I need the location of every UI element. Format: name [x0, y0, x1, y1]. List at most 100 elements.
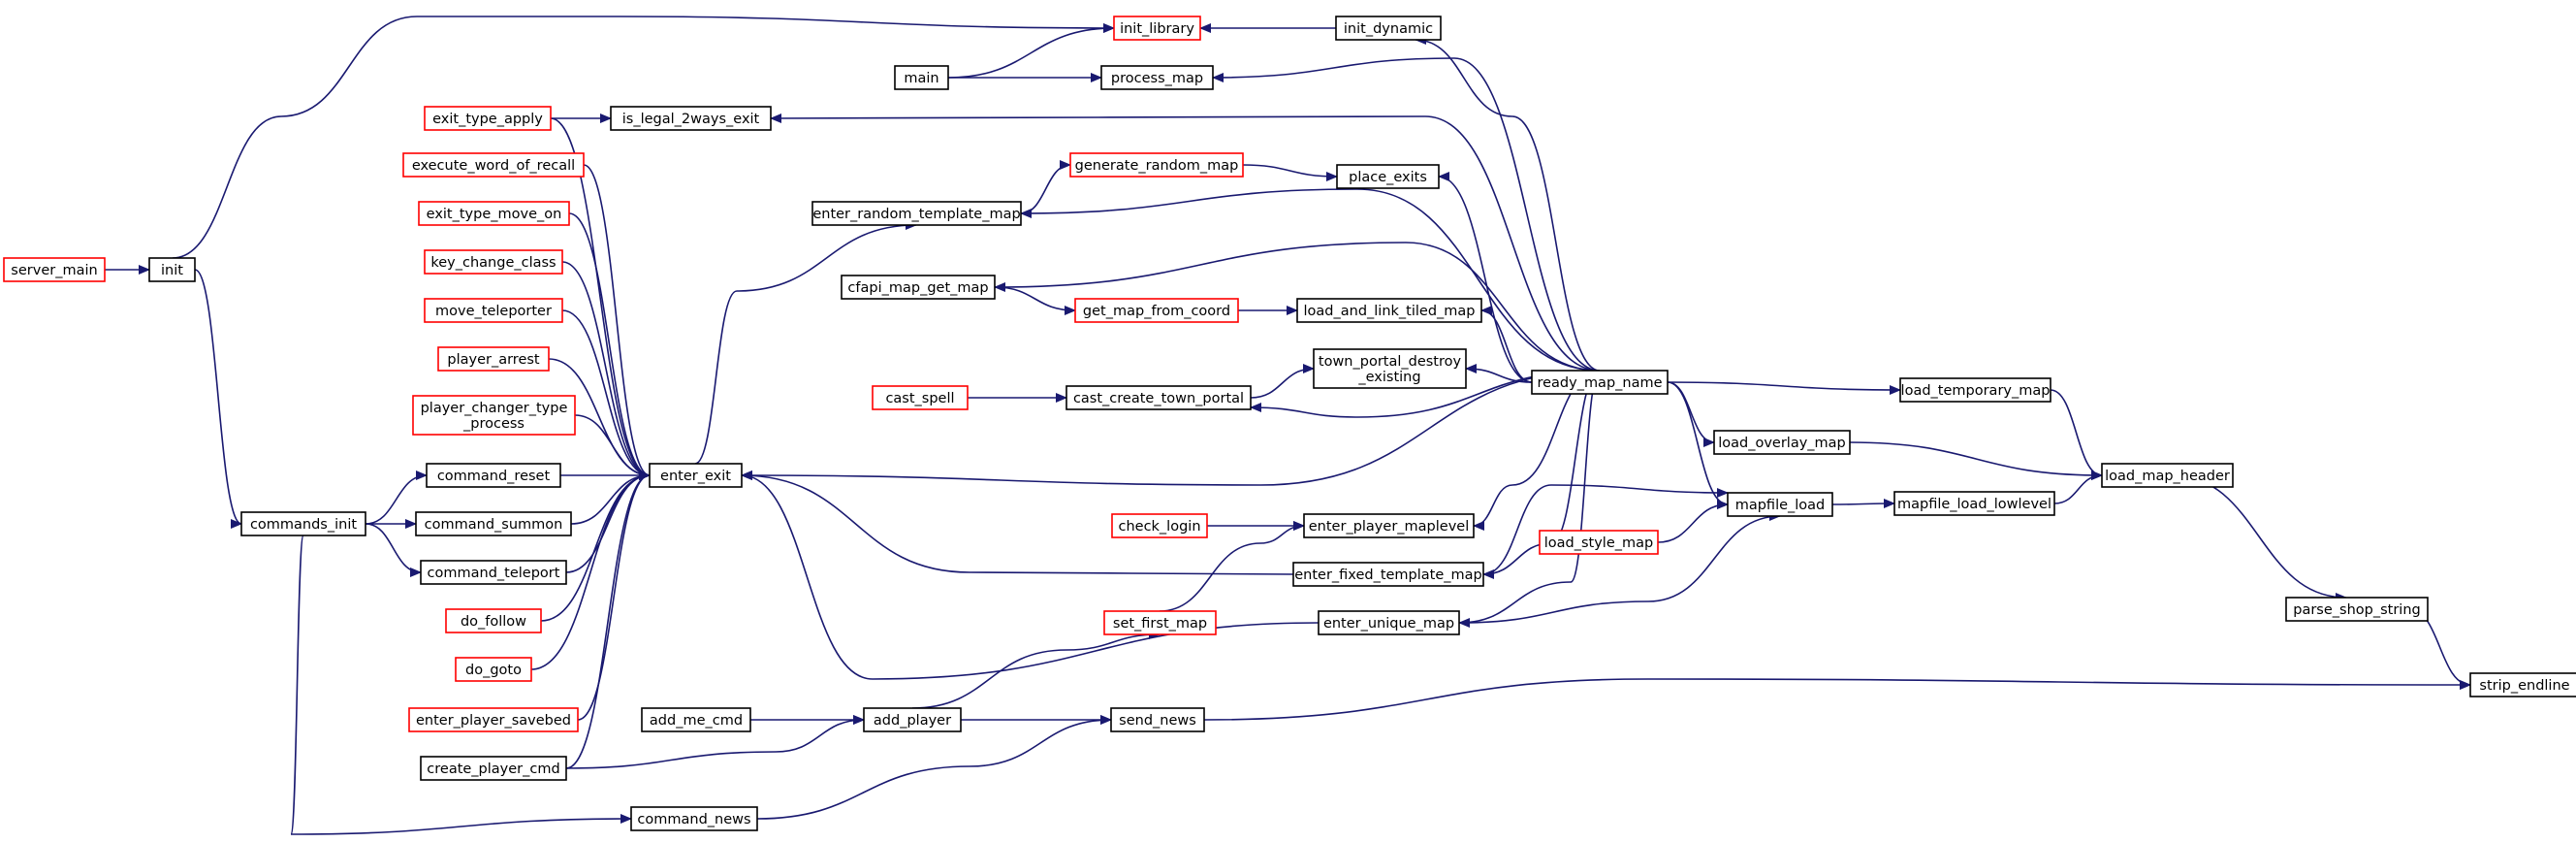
node-command-reset[interactable]: command_reset: [426, 463, 561, 488]
node-commands-init[interactable]: commands_init: [240, 511, 366, 536]
node-process-map[interactable]: process_map: [1100, 65, 1214, 90]
node-ready-map-name[interactable]: ready_map_name: [1531, 370, 1669, 395]
edge-create-player-cmd-to-add-player: [565, 715, 865, 769]
node-town-portal-destroy-existing[interactable]: town_portal_destroy_existing: [1313, 348, 1467, 389]
node-enter-player-savebed[interactable]: enter_player_savebed: [408, 707, 579, 732]
node-load-map-header[interactable]: load_map_header: [2101, 463, 2234, 488]
node-box: [1713, 430, 1851, 455]
node-create-player-cmd[interactable]: create_player_cmd: [420, 756, 567, 781]
node-load-and-link-tiled-map[interactable]: load_and_link_tiled_map: [1296, 298, 1482, 323]
edge-execute-word-of-recall-to-enter-exit: [583, 164, 651, 480]
node-init-dynamic[interactable]: init_dynamic: [1335, 16, 1442, 41]
node-box: [1727, 492, 1833, 517]
node-box: [408, 707, 579, 732]
node-cast-spell[interactable]: cast_spell: [872, 385, 969, 410]
node-box: [1335, 16, 1442, 41]
node-label: load_temporary_map: [1901, 383, 2051, 399]
node-enter-player-maplevel[interactable]: enter_player_maplevel: [1303, 513, 1475, 538]
node-cast-create-town-portal[interactable]: cast_create_town_portal: [1065, 385, 1252, 410]
node-is-legal-2ways-exit[interactable]: is_legal_2ways_exit: [610, 106, 772, 131]
node-box: [424, 249, 563, 275]
node-init-library[interactable]: init_library: [1113, 16, 1201, 41]
node-command-news[interactable]: command_news: [630, 806, 758, 831]
node-mapfile-load-lowlevel[interactable]: mapfile_load_lowlevel: [1893, 491, 2055, 516]
node-box: [1893, 491, 2055, 516]
node-label: enter_unique_map: [1323, 616, 1454, 632]
node-label: load_overlay_map: [1718, 436, 1846, 451]
node-label: place_exits: [1349, 170, 1427, 185]
node-box: [455, 657, 532, 682]
node-enter-random-template-map[interactable]: enter_random_template_map: [811, 201, 1022, 226]
node-box: [1539, 530, 1659, 555]
node-add-me-cmd[interactable]: add_me_cmd: [641, 707, 751, 732]
node-init[interactable]: init: [148, 257, 196, 282]
node-main[interactable]: main: [894, 65, 949, 90]
node-label: command_summon: [425, 517, 563, 533]
node-enter-unique-map[interactable]: enter_unique_map: [1318, 610, 1460, 635]
edge-load-overlay-map-to-load-map-header: [1849, 441, 2103, 480]
node-label: init_library: [1120, 21, 1194, 37]
node-label: cfapi_map_get_map: [847, 280, 988, 296]
node-box: [1103, 610, 1217, 635]
node-label: generate_random_map: [1075, 158, 1239, 174]
edge-set-first-map-to-enter-player-maplevel: [1159, 521, 1305, 612]
edge-ready-map-name-to-load-overlay-map: [1667, 381, 1715, 447]
node-enter-fixed-template-map[interactable]: enter_fixed_template_map: [1292, 562, 1484, 587]
node-box: [445, 608, 542, 633]
node-move-teleporter[interactable]: move_teleporter: [424, 298, 563, 323]
node-cfapi-map-get-map[interactable]: cfapi_map_get_map: [841, 275, 996, 300]
node-box: [1899, 377, 2051, 403]
node-label: load_map_header: [2105, 469, 2230, 484]
node-load-overlay-map[interactable]: load_overlay_map: [1713, 430, 1851, 455]
node-place-exits[interactable]: place_exits: [1336, 164, 1440, 189]
edge-ready-map-name-to-enter-exit: [741, 370, 1601, 486]
node-command-summon[interactable]: command_summon: [415, 511, 572, 536]
edge-ready-map-name-to-is-legal-2ways-exit: [770, 113, 1601, 372]
node-label: execute_word_of_recall: [412, 158, 575, 174]
edge-cfapi-map-get-map-to-get-map-from-coord: [994, 286, 1076, 315]
node-box: [1292, 562, 1484, 587]
node-send-news[interactable]: send_news: [1110, 707, 1205, 732]
node-box: [2101, 463, 2234, 488]
node-strip-endline[interactable]: strip_endline: [2469, 672, 2576, 697]
node-load-style-map[interactable]: load_style_map: [1539, 530, 1659, 555]
node-box: [424, 106, 552, 131]
node-do-goto[interactable]: do_goto: [455, 657, 532, 682]
edge-ready-map-name-to-enter-random-template-map: [1020, 188, 1601, 372]
node-box: [894, 65, 949, 90]
node-box: [1113, 16, 1201, 41]
node-check-login[interactable]: check_login: [1111, 513, 1208, 538]
edge-enter-exit-to-enter-random-template-map: [694, 220, 917, 465]
node-player-changer-type-process[interactable]: player_changer_type_process: [412, 395, 576, 436]
edge-enter-player-savebed-to-enter-exit: [577, 470, 651, 721]
node-label: enter_random_template_map: [812, 207, 1020, 222]
node-player-arrest[interactable]: player_arrest: [437, 346, 550, 372]
node-enter-exit[interactable]: enter_exit: [649, 463, 743, 488]
node-box: [2469, 672, 2576, 697]
edge-exit-type-move-on-to-enter-exit: [568, 212, 651, 480]
node-box: [420, 560, 567, 585]
node-label: exit_type_apply: [432, 112, 543, 127]
node-label: enter_player_savebed: [416, 713, 571, 729]
node-server-main[interactable]: server_main: [3, 257, 106, 282]
node-box: [420, 756, 567, 781]
edge-ready-map-name-to-town-portal-destroy-existing: [1465, 364, 1533, 383]
node-add-player[interactable]: add_player: [863, 707, 962, 732]
node-parse-shop-string[interactable]: parse_shop_string: [2285, 597, 2429, 622]
node-get-map-from-coord[interactable]: get_map_from_coord: [1074, 298, 1239, 323]
node-box: [1318, 610, 1460, 635]
edge-ready-map-name-to-init-dynamic: [1415, 35, 1601, 372]
node-box: [610, 106, 772, 131]
node-load-temporary-map[interactable]: load_temporary_map: [1899, 377, 2051, 403]
node-mapfile-load[interactable]: mapfile_load: [1727, 492, 1833, 517]
node-exit-type-move-on[interactable]: exit_type_move_on: [418, 201, 570, 226]
node-box: [1074, 298, 1239, 323]
node-do-follow[interactable]: do_follow: [445, 608, 542, 633]
node-generate-random-map[interactable]: generate_random_map: [1069, 152, 1244, 178]
node-box: [872, 385, 969, 410]
node-command-teleport[interactable]: command_teleport: [420, 560, 567, 585]
node-exit-type-apply[interactable]: exit_type_apply: [424, 106, 552, 131]
node-key-change-class[interactable]: key_change_class: [424, 249, 563, 275]
node-set-first-map[interactable]: set_first_map: [1103, 610, 1217, 635]
node-execute-word-of-recall[interactable]: execute_word_of_recall: [402, 152, 585, 178]
